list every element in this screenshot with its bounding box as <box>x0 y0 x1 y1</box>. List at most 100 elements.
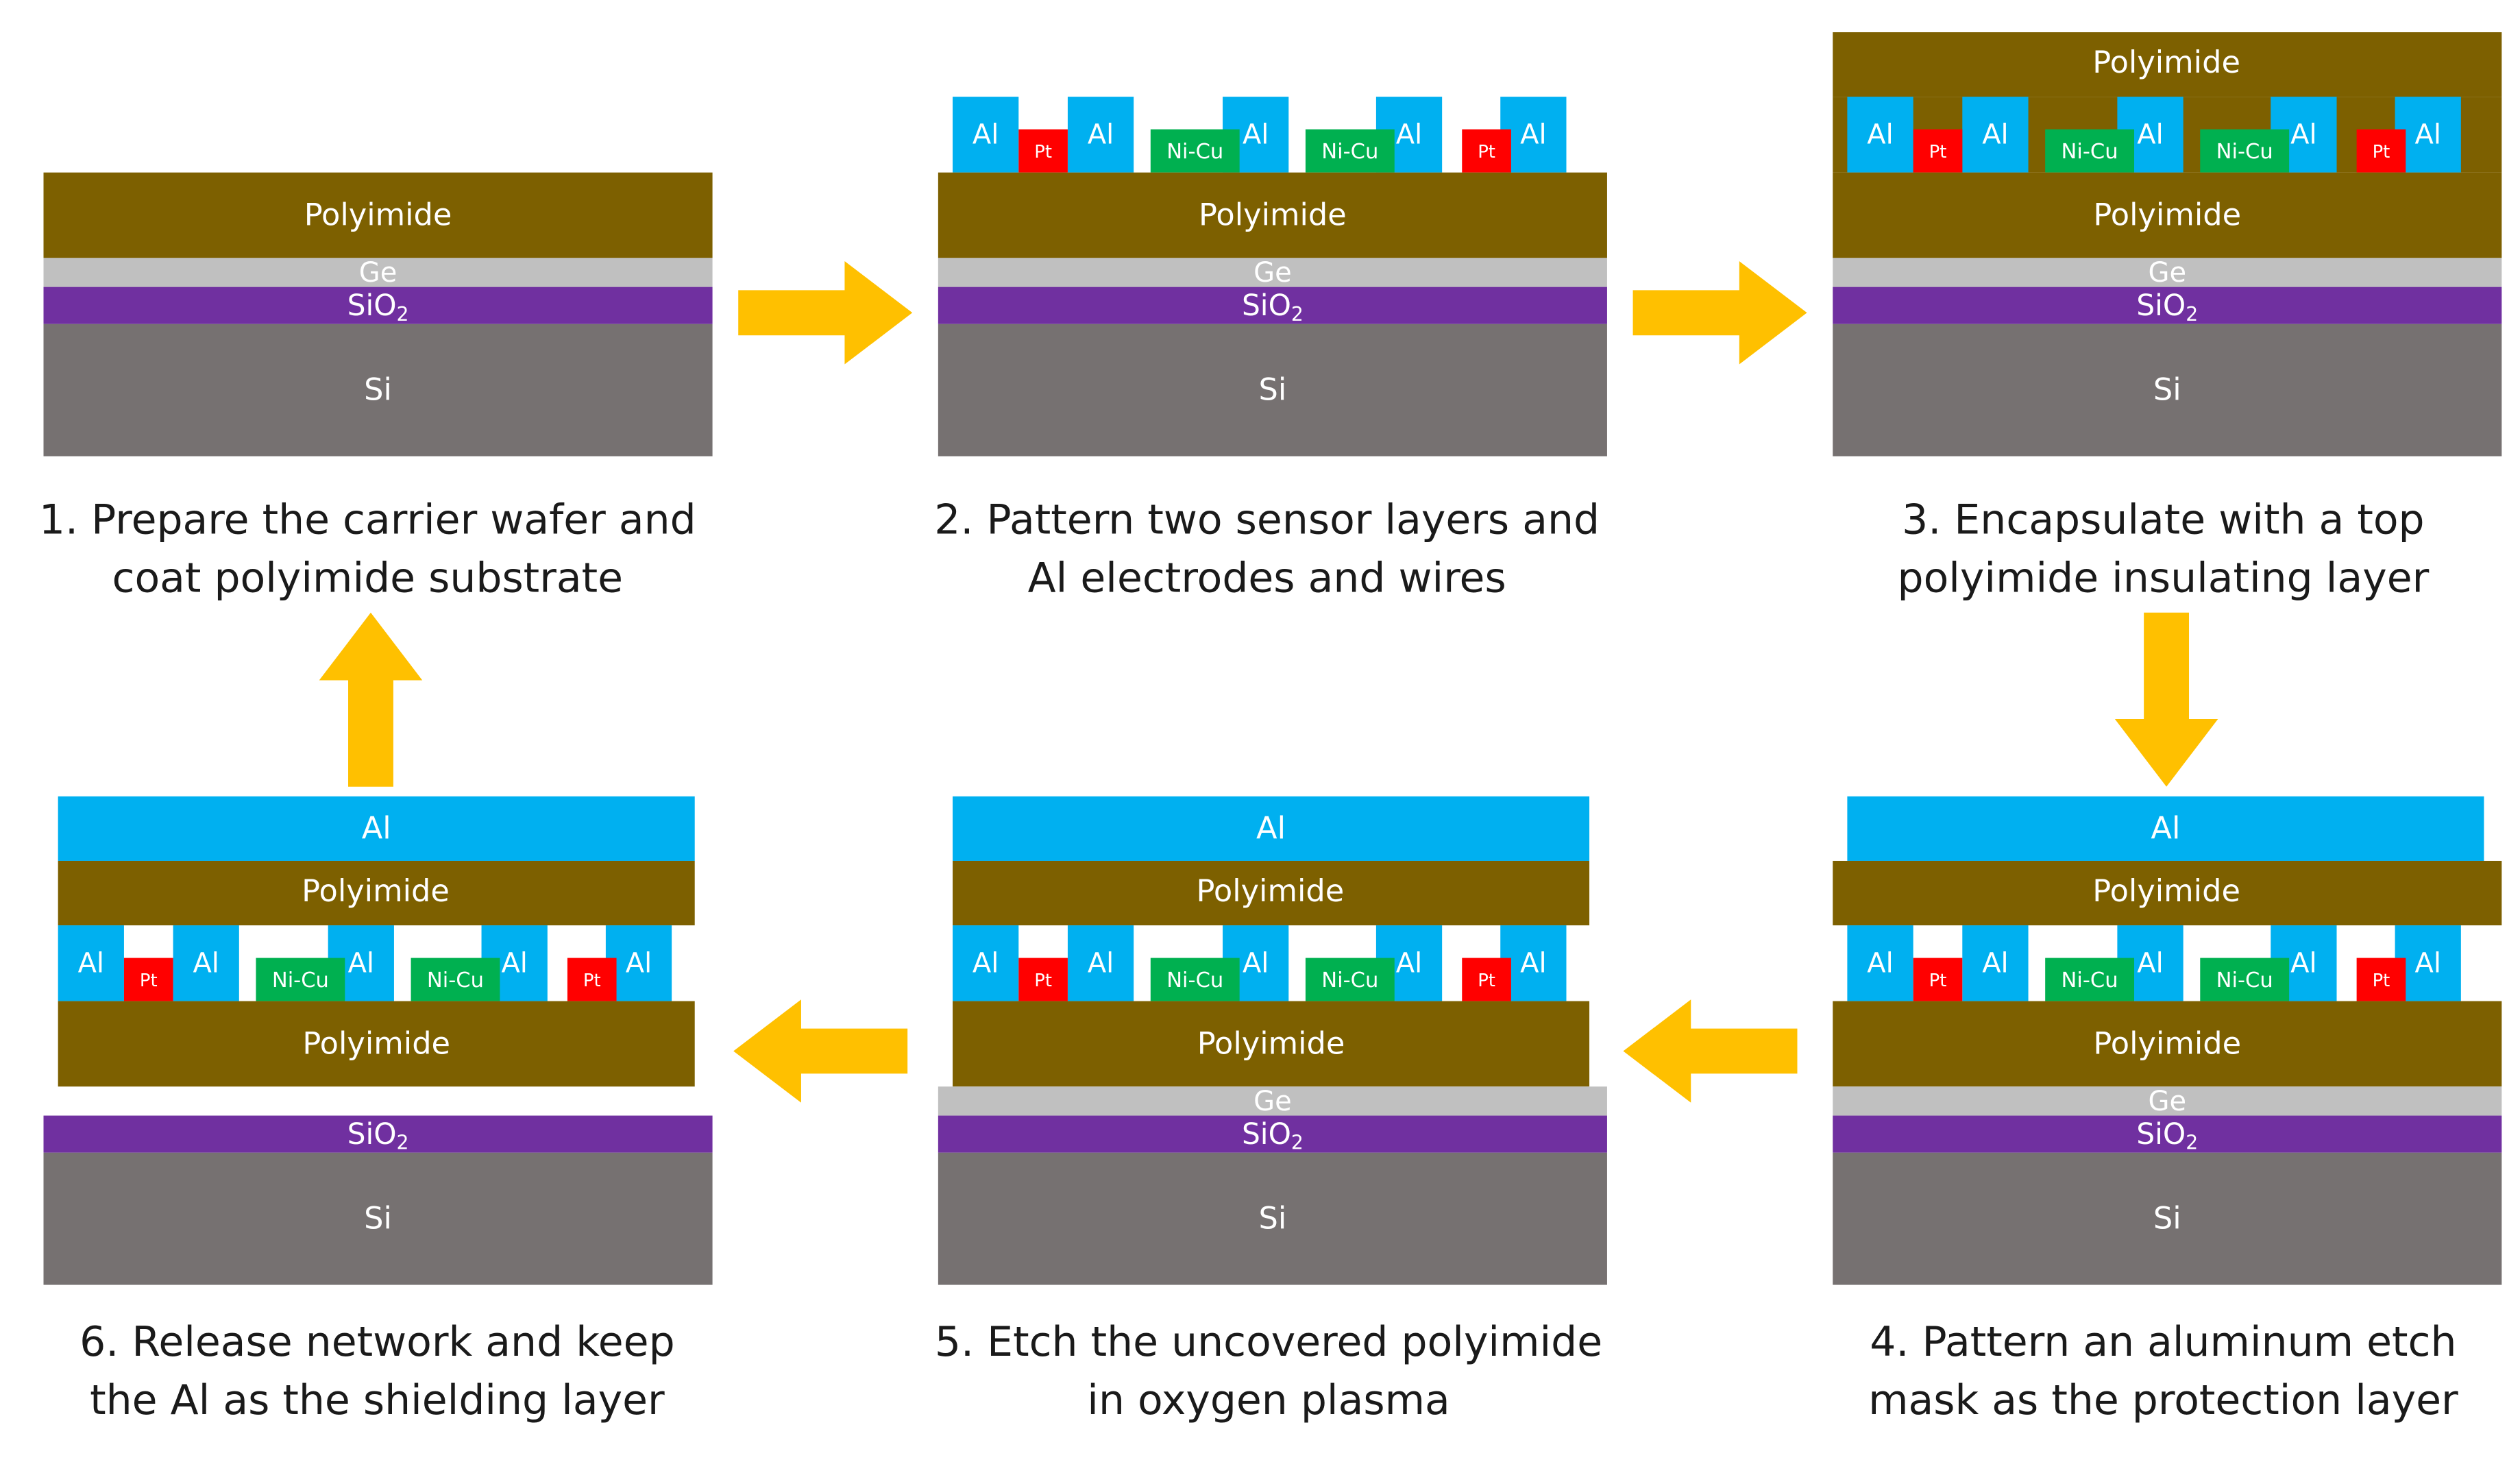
sio2-label: SiO2 <box>347 1117 409 1154</box>
nicu-sensor <box>2200 958 2290 1001</box>
arrow-step5-to-step6 <box>733 999 908 1103</box>
al-electrode <box>1500 97 1567 173</box>
process-arrows <box>319 261 2218 1103</box>
top-polyimide-label: Polyimide <box>2092 873 2240 909</box>
al-electrode-label: Al <box>78 948 104 979</box>
pt-sensor <box>567 958 617 1001</box>
al-electrode <box>1847 97 1913 173</box>
polyimide-label: Polyimide <box>304 197 452 232</box>
al-electrode <box>1067 925 1134 1001</box>
ge-layer <box>1833 258 2502 287</box>
al-electrode <box>1500 925 1567 1001</box>
al-electrode <box>1962 97 2029 173</box>
al-electrode-label: Al <box>1243 119 1269 151</box>
al-electrode <box>58 925 124 1001</box>
pt-sensor <box>1018 129 1068 173</box>
ge-layer <box>1833 1086 2502 1116</box>
ge-label: Ge <box>1253 257 1292 289</box>
nicu-sensor <box>1305 129 1395 173</box>
nicu-sensor <box>411 958 500 1001</box>
top-polyimide-layer <box>1833 32 2502 97</box>
nicu-sensor-label: Ni-Cu <box>1321 968 1378 992</box>
al-electrode-label: Al <box>972 119 999 151</box>
al-electrode-label: Al <box>1520 948 1546 979</box>
al-electrode <box>1962 925 2029 1001</box>
pt-sensor-label: Pt <box>1929 971 1947 991</box>
si-layer <box>43 324 713 456</box>
nicu-sensor <box>256 958 345 1001</box>
polyimide-layer <box>1833 172 2502 258</box>
al-electrode <box>605 925 672 1001</box>
ge-label: Ge <box>359 257 397 289</box>
pt-sensor-label: Pt <box>1929 142 1947 162</box>
sio2-layer <box>43 287 713 324</box>
nicu-sensor <box>1150 129 1240 173</box>
si-label: Si <box>2153 1200 2181 1236</box>
pt-sensor-label: Pt <box>583 971 601 991</box>
nicu-sensor-label: Ni-Cu <box>2216 140 2273 164</box>
arrow-step6-to-step1 <box>319 612 423 787</box>
al-electrode-label: Al <box>501 948 527 979</box>
polyimide-label: Polyimide <box>302 1025 450 1061</box>
sio2-label: SiO2 <box>2136 289 2198 326</box>
al-shield-layer <box>58 796 695 861</box>
top-polyimide-layer <box>1833 860 2502 926</box>
si-label: Si <box>364 372 392 408</box>
si-layer <box>43 1152 713 1285</box>
pt-sensor <box>1462 129 1511 173</box>
al-mask-label: Al <box>2151 810 2180 846</box>
polyimide-layer <box>938 172 1607 258</box>
ge-layer <box>938 258 1607 287</box>
nicu-sensor-label: Ni-Cu <box>1166 968 1223 992</box>
caption-step3-line1: 3. Encapsulate with a top <box>1902 496 2424 544</box>
si-label: Si <box>364 1200 392 1236</box>
al-electrode-label: Al <box>972 948 999 979</box>
al-electrode-label: Al <box>1396 948 1422 979</box>
si-layer <box>938 1152 1607 1285</box>
al-electrode-label: Al <box>348 948 374 979</box>
sio2-layer <box>43 1115 713 1153</box>
polyimide-label: Polyimide <box>1197 1025 1345 1061</box>
top-polyimide-label: Polyimide <box>1197 873 1345 909</box>
al-electrode <box>2395 97 2461 173</box>
sio2-label: SiO2 <box>347 289 409 326</box>
al-electrode-label: Al <box>2414 948 2441 979</box>
sio2-label: SiO2 <box>1242 289 1304 326</box>
polyimide-layer <box>58 1001 695 1087</box>
sio2-layer <box>938 287 1607 324</box>
arrow-step1-to-step2 <box>738 261 913 365</box>
caption-step1-line1: 1. Prepare the carrier wafer and <box>39 496 696 544</box>
pt-sensor <box>123 958 173 1001</box>
caption-step5-line2: in oxygen plasma <box>1087 1376 1449 1424</box>
nicu-sensor-label: Ni-Cu <box>2062 968 2118 992</box>
si-layer <box>1833 1152 2502 1285</box>
al-electrode <box>1847 925 1913 1001</box>
pt-sensor-label: Pt <box>1478 142 1495 162</box>
si-label: Si <box>1259 372 1287 408</box>
caption-step3-line2: polyimide insulating layer <box>1898 554 2430 602</box>
sio2-layer <box>1833 287 2502 324</box>
polyimide-layer <box>1833 1001 2502 1087</box>
polyimide-label: Polyimide <box>1199 197 1347 232</box>
ge-label: Ge <box>2148 1086 2186 1117</box>
sio2-layer <box>1833 1115 2502 1153</box>
ge-label: Ge <box>1253 1086 1292 1117</box>
sio2-label: SiO2 <box>2136 1117 2198 1154</box>
nicu-sensor <box>2200 129 2290 173</box>
si-label: Si <box>2153 372 2181 408</box>
al-electrode-label: Al <box>2137 948 2163 979</box>
nicu-sensor <box>2045 958 2135 1001</box>
sio2-layer <box>938 1115 1607 1153</box>
arrow-step3-to-step4 <box>2114 612 2218 787</box>
al-mask-label: Al <box>1256 810 1286 846</box>
pt-sensor-label: Pt <box>2373 971 2390 991</box>
pt-sensor-label: Pt <box>2373 142 2390 162</box>
si-layer <box>938 324 1607 456</box>
nicu-sensor-label: Ni-Cu <box>427 968 484 992</box>
al-electrode-label: Al <box>1982 119 2008 151</box>
arrow-step2-to-step3 <box>1632 261 1807 365</box>
top-polyimide-layer <box>58 860 695 926</box>
pt-sensor-label: Pt <box>1034 971 1052 991</box>
al-electrode-label: Al <box>1520 119 1546 151</box>
al-electrode <box>1067 97 1134 173</box>
